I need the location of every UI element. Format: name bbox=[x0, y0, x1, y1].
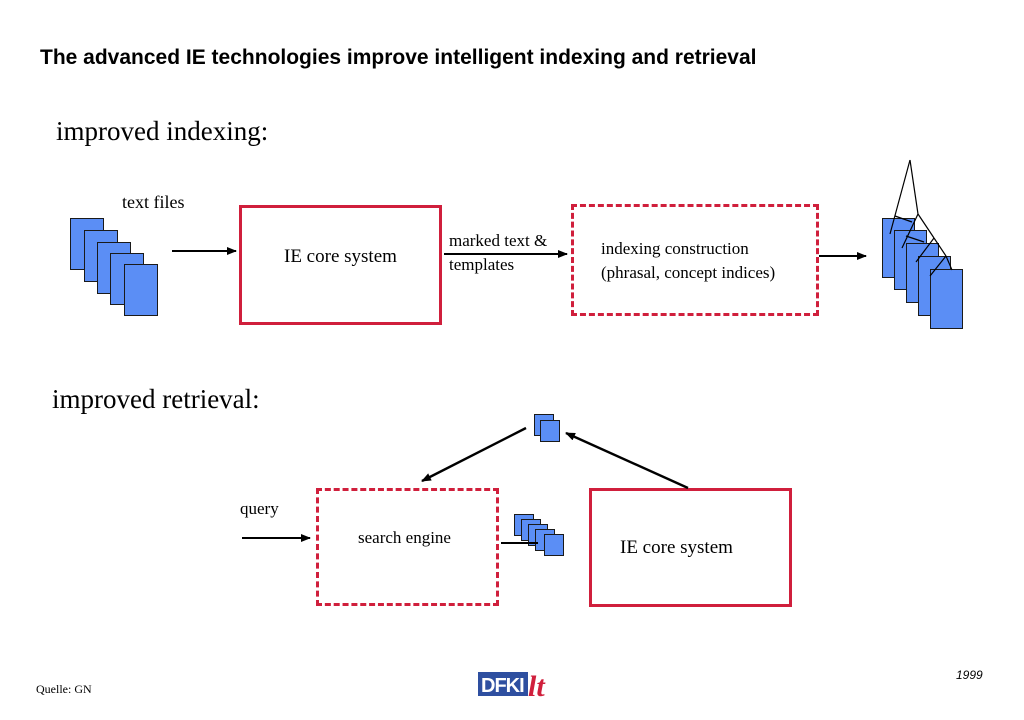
svg-text:DFKI: DFKI bbox=[481, 675, 524, 697]
retrieval-heading: improved retrieval: bbox=[52, 384, 260, 414]
indexing-construction-line-1: indexing construction bbox=[601, 239, 749, 258]
document-icon bbox=[540, 420, 560, 442]
arrow-results-to-search bbox=[421, 426, 527, 483]
ie-core-system-label: IE core system bbox=[284, 246, 397, 267]
text-files-label: text files bbox=[122, 192, 185, 212]
svg-text:lt: lt bbox=[528, 670, 546, 700]
page-title: The advanced IE technologies improve int… bbox=[40, 46, 757, 69]
indexing-construction-box: indexing construction (phrasal, concept … bbox=[571, 204, 819, 316]
dfki-logo: DFKI lt bbox=[478, 670, 546, 700]
arrow-ie-to-results bbox=[565, 431, 689, 490]
marked-text-line-2: templates bbox=[449, 255, 515, 274]
indexing-heading: improved indexing: bbox=[56, 116, 269, 146]
document-icon bbox=[544, 534, 564, 556]
marked-text-label: marked text & templates bbox=[449, 229, 547, 277]
ie-core-system-retrieval-label: IE core system bbox=[620, 537, 733, 558]
ie-core-system-retrieval-box: IE core system bbox=[589, 488, 792, 607]
document-icon bbox=[124, 264, 158, 316]
year-label: 1999 bbox=[956, 668, 983, 682]
source-label: Quelle: GN bbox=[36, 682, 92, 696]
ie-core-system-box: IE core system bbox=[239, 205, 442, 325]
query-label: query bbox=[240, 499, 279, 518]
document-icon bbox=[930, 269, 963, 329]
index-tree-lines bbox=[889, 159, 953, 277]
indexing-construction-label: indexing construction (phrasal, concept … bbox=[601, 237, 775, 285]
indexing-construction-line-2: (phrasal, concept indices) bbox=[601, 263, 776, 282]
search-engine-box: search engine bbox=[316, 488, 499, 606]
search-engine-label: search engine bbox=[358, 528, 451, 547]
marked-text-line-1: marked text & bbox=[449, 231, 548, 250]
